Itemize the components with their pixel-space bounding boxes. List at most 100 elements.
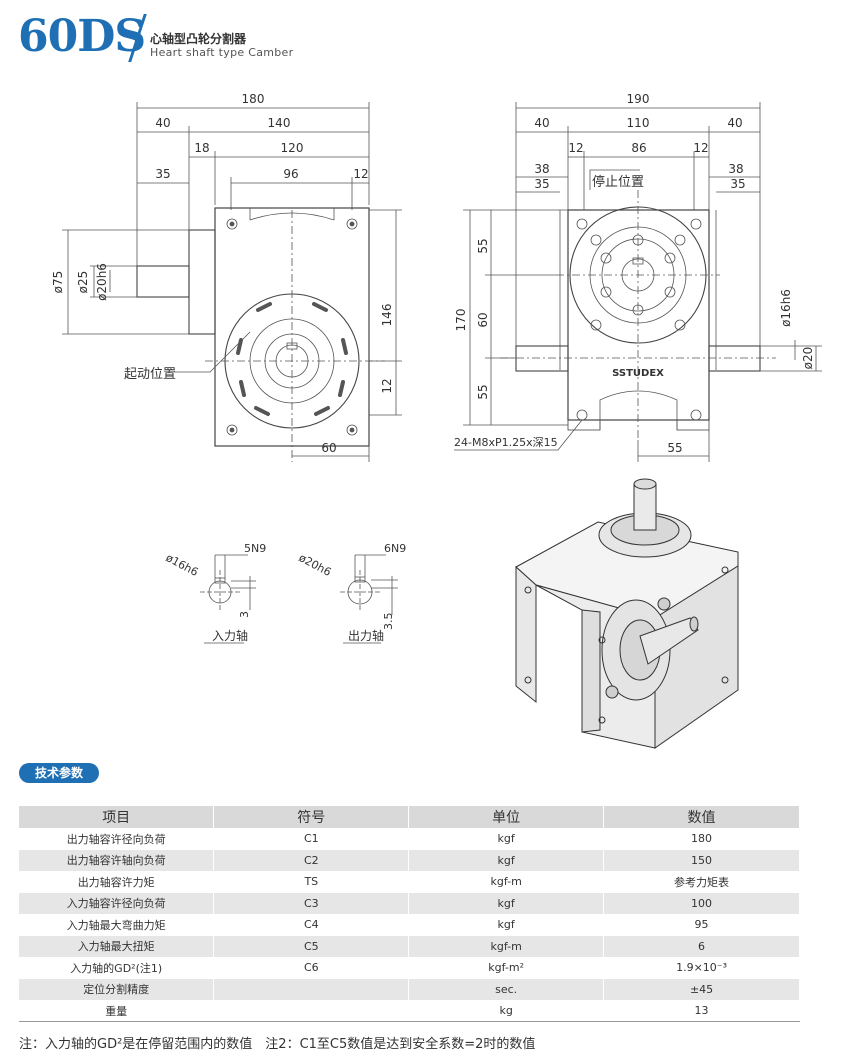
dim-dia-20h6: ø20h6 [95,263,109,301]
dim-dia-25: ø25 [76,271,90,294]
cell-symbol: C3 [213,892,410,914]
dim-front-40: 40 [155,116,170,130]
dim-side-40a: 40 [534,116,549,130]
cell-item: 出力轴容许力矩 [19,871,215,893]
table-row: 出力轴容许轴向负荷 C2 kgf 150 [19,849,800,871]
footnote: 注：入力轴的GD²是在停留范围内的数值 注2：C1至C5数值是达到安全系数=2时… [19,1037,536,1052]
cell-unit: kgf [408,892,605,914]
col-header-value: 数值 [603,806,800,828]
dim-front-35: 35 [155,167,170,181]
side-view [454,102,822,462]
dim-front-12v: 12 [380,378,394,393]
input-section [200,554,256,644]
col-header-unit: 单位 [408,806,605,828]
cell-item: 重量 [19,1000,215,1022]
output-shaft-dia: ø20h6 [297,551,334,579]
dim-side-38a: 38 [534,162,549,176]
cell-value: 180 [603,828,800,850]
cell-unit: kgf-m [408,871,605,893]
input-key-depth: 3 [238,611,251,618]
table-row: 定位分割精度 sec. ±45 [19,978,800,1000]
cell-item: 出力轴容许径向负荷 [19,828,215,850]
cell-value: 100 [603,892,800,914]
dim-front-60: 60 [321,441,336,455]
technical-drawing: 180 40 140 18 120 35 96 12 60 146 12 ø75… [51,92,822,749]
cell-symbol: C1 [213,828,410,850]
dim-side-110: 110 [627,116,650,130]
dim-side-86: 86 [631,141,646,155]
cell-symbol: TS [213,871,410,893]
input-key-width: 5N9 [244,542,266,555]
dim-side-55b: 55 [476,384,490,399]
dim-side-60: 60 [476,312,490,327]
dim-side-12a: 12 [568,141,583,155]
cell-unit: kg [408,1000,605,1022]
dim-side-55a: 55 [476,238,490,253]
dim-front-146: 146 [380,304,394,327]
dim-front-140: 140 [268,116,291,130]
dim-side-35b: 35 [730,177,745,191]
dim-front-96: 96 [283,167,298,181]
dim-side-12b: 12 [693,141,708,155]
dim-dia-16h6: ø16h6 [779,289,793,327]
label-brand: SSTUDEX [612,368,664,379]
output-key-width: 6N9 [384,542,406,555]
table-row: 入力轴的GD²(注1) C6 kgf-m² 1.9×10⁻³ [19,957,800,979]
tech-params-badge: 技术参数 [19,763,99,783]
cell-value: 1.9×10⁻³ [603,957,800,979]
dim-front-18: 18 [194,141,209,155]
dim-front-120: 120 [281,141,304,155]
label-bolt-spec: 24-M8xP1.25x深15 [454,436,558,449]
cell-unit: kgf-m² [408,957,605,979]
col-header-item: 项目 [19,806,215,828]
title-chinese: 心轴型凸轮分割器 [150,32,247,46]
dim-side-190: 190 [627,92,650,106]
dim-side-40b: 40 [727,116,742,130]
cell-value: 150 [603,849,800,871]
title-english: Heart shaft type Camber [150,46,294,59]
cell-value: 参考力矩表 [603,871,800,893]
table-row: 出力轴容许径向负荷 C1 kgf 180 [19,828,800,850]
cell-value: 13 [603,1000,800,1022]
cell-item: 入力轴的GD²(注1) [19,957,215,979]
cell-symbol: C6 [213,957,410,979]
cell-symbol: C2 [213,849,410,871]
dim-side-55c: 55 [667,441,682,455]
dim-dia-20: ø20 [801,347,815,370]
cell-item: 出力轴容许轴向负荷 [19,849,215,871]
cell-symbol: C4 [213,914,410,936]
cell-unit: kgf [408,914,605,936]
table-row: 入力轴最大弯曲力矩 C4 kgf 95 [19,914,800,936]
isometric-view [515,478,739,749]
table-row: 重量 kg 13 [19,1000,800,1022]
dim-side-35a: 35 [534,177,549,191]
dim-side-170: 170 [454,309,468,332]
dim-dia-75: ø75 [51,271,65,294]
table-row: 入力轴容许径向负荷 C3 kgf 100 [19,892,800,914]
label-start-position: 起动位置 [124,367,176,382]
input-shaft-dia: ø16h6 [164,551,201,579]
cell-symbol: C5 [213,935,410,957]
cell-symbol [213,1000,410,1022]
cell-item: 入力轴容许径向负荷 [19,892,215,914]
dim-front-12: 12 [353,167,368,181]
spec-table: 项目 符号 单位 数值 出力轴容许径向负荷 C1 kgf 180 出力轴容许轴向… [19,806,800,1022]
cell-unit: kgf [408,828,605,850]
front-view [62,102,402,462]
table-row: 入力轴最大扭矩 C5 kgf-m 6 [19,935,800,957]
input-shaft-caption: 入力轴 [212,628,248,643]
cell-value: 6 [603,935,800,957]
cell-item: 定位分割精度 [19,978,215,1000]
cell-item: 入力轴最大弯曲力矩 [19,914,215,936]
cell-unit: sec. [408,978,605,1000]
cell-value: 95 [603,914,800,936]
cell-symbol [213,978,410,1000]
dim-side-38b: 38 [728,162,743,176]
output-key-depth: 3.5 [382,613,395,631]
table-header-row: 项目 符号 单位 数值 [19,806,800,828]
cell-unit: kgf-m [408,935,605,957]
model-code: 60DS [18,11,146,62]
cell-unit: kgf [408,849,605,871]
label-stop-position: 停止位置 [592,174,644,190]
cell-value: ±45 [603,978,800,1000]
